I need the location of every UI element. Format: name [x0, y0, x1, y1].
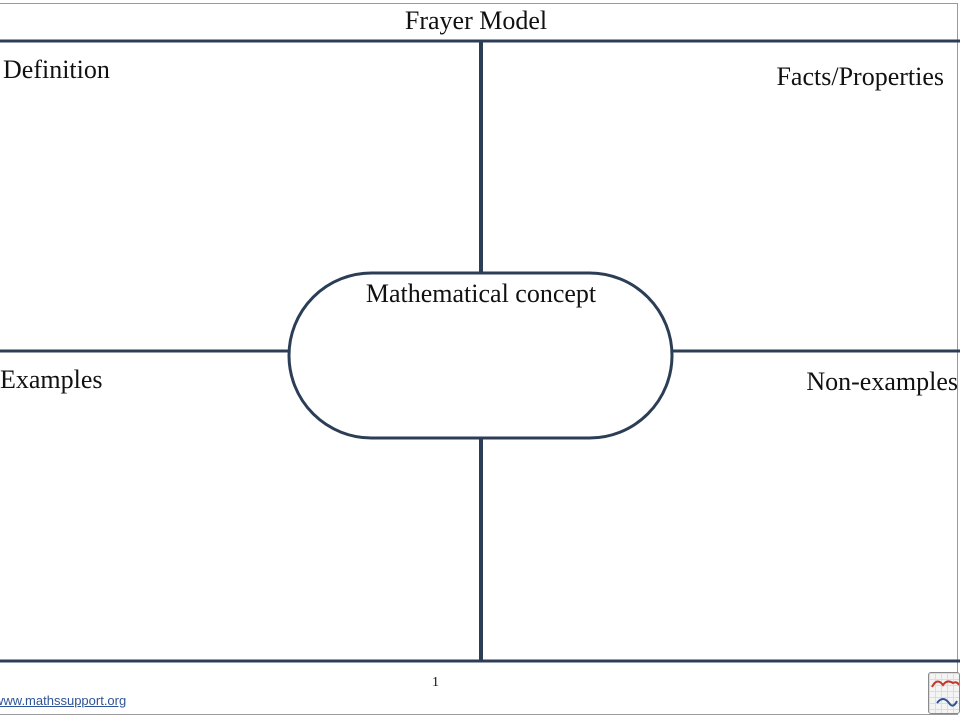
maths-support-logo-icon — [928, 672, 960, 714]
quadrant-label-examples: Examples — [0, 365, 103, 394]
quadrant-label-facts-properties: Facts/Properties — [776, 62, 944, 91]
center-concept-capsule — [287, 271, 674, 440]
page-title: Frayer Model — [404, 6, 548, 35]
quadrant-label-definition: Definition — [3, 55, 110, 84]
footer-website-link[interactable]: www.mathssupport.org — [0, 693, 127, 708]
center-concept-label: Mathematical concept — [365, 279, 597, 308]
page-border — [0, 3, 958, 715]
page-number: 1 — [432, 675, 439, 690]
quadrant-label-non-examples: Non-examples — [806, 367, 958, 396]
